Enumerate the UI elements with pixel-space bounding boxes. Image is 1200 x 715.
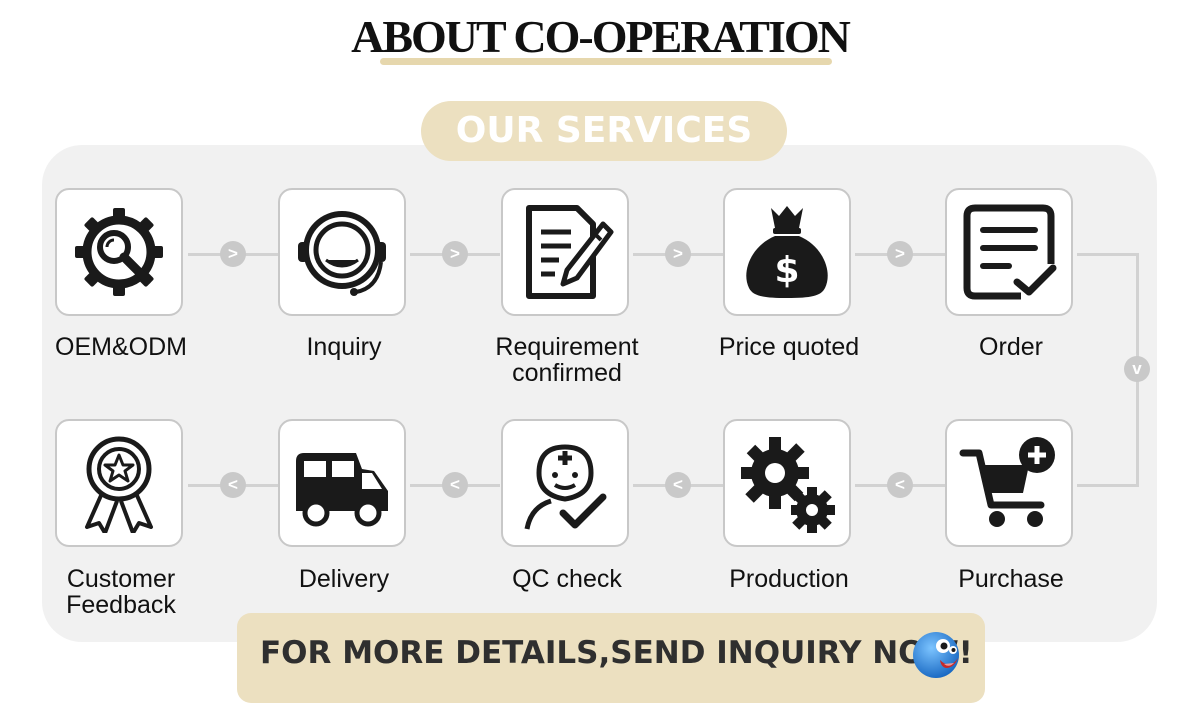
cta-banner[interactable] — [237, 613, 985, 703]
arrow-down-icon: v — [1124, 356, 1150, 382]
connector-line — [1077, 484, 1139, 487]
step-label: Production — [729, 565, 849, 593]
step-inquiry — [278, 188, 406, 316]
money-bag-icon: $ — [746, 206, 828, 298]
truck-icon — [296, 453, 388, 527]
services-pill: OUR SERVICES — [421, 101, 787, 161]
step-order — [945, 188, 1073, 316]
title-underline — [380, 58, 832, 65]
arrow-left-icon: < — [442, 472, 468, 498]
arrow-left-icon: < — [220, 472, 246, 498]
svg-text:$: $ — [774, 250, 799, 291]
step-purchase — [945, 419, 1073, 547]
step-label: Delivery — [298, 565, 390, 593]
step-label: OEM&ODM — [55, 333, 187, 361]
step-label: Customer Feedback — [66, 565, 176, 619]
step-label: Price quoted — [718, 333, 860, 361]
step-label: Inquiry — [306, 333, 382, 361]
arrow-right-icon: > — [887, 241, 913, 267]
award-ribbon-icon — [85, 436, 153, 533]
page-title: ABOUT CO-OPERATION — [351, 11, 851, 62]
cart-plus-icon — [959, 437, 1055, 527]
step-qc-check — [501, 419, 629, 547]
step-label: Order — [979, 333, 1043, 361]
headset-icon — [298, 211, 386, 296]
gear-search-icon — [75, 208, 163, 296]
arrow-right-icon: > — [665, 241, 691, 267]
gears-icon — [741, 437, 835, 533]
cta-text[interactable]: FOR MORE DETAILS,SEND INQUIRY NOW! — [260, 635, 973, 671]
arrow-left-icon: < — [887, 472, 913, 498]
step-requirement-confirmed — [501, 188, 629, 316]
step-oem-odm — [55, 188, 183, 316]
step-production — [723, 419, 851, 547]
inspector-check-icon — [524, 444, 607, 530]
arrow-right-icon: > — [442, 241, 468, 267]
step-label: Requirement confirmed — [495, 333, 639, 387]
step-label: Purchase — [958, 565, 1064, 593]
step-price-quoted: $ — [723, 188, 851, 316]
arrow-left-icon: < — [665, 472, 691, 498]
blue-mascot-icon — [913, 632, 959, 678]
connector-line — [1077, 253, 1139, 256]
checklist-icon — [963, 204, 1057, 300]
step-delivery — [278, 419, 406, 547]
step-customer-feedback — [55, 419, 183, 547]
step-label: QC check — [512, 565, 622, 593]
arrow-right-icon: > — [220, 241, 246, 267]
document-pen-icon — [526, 205, 614, 299]
